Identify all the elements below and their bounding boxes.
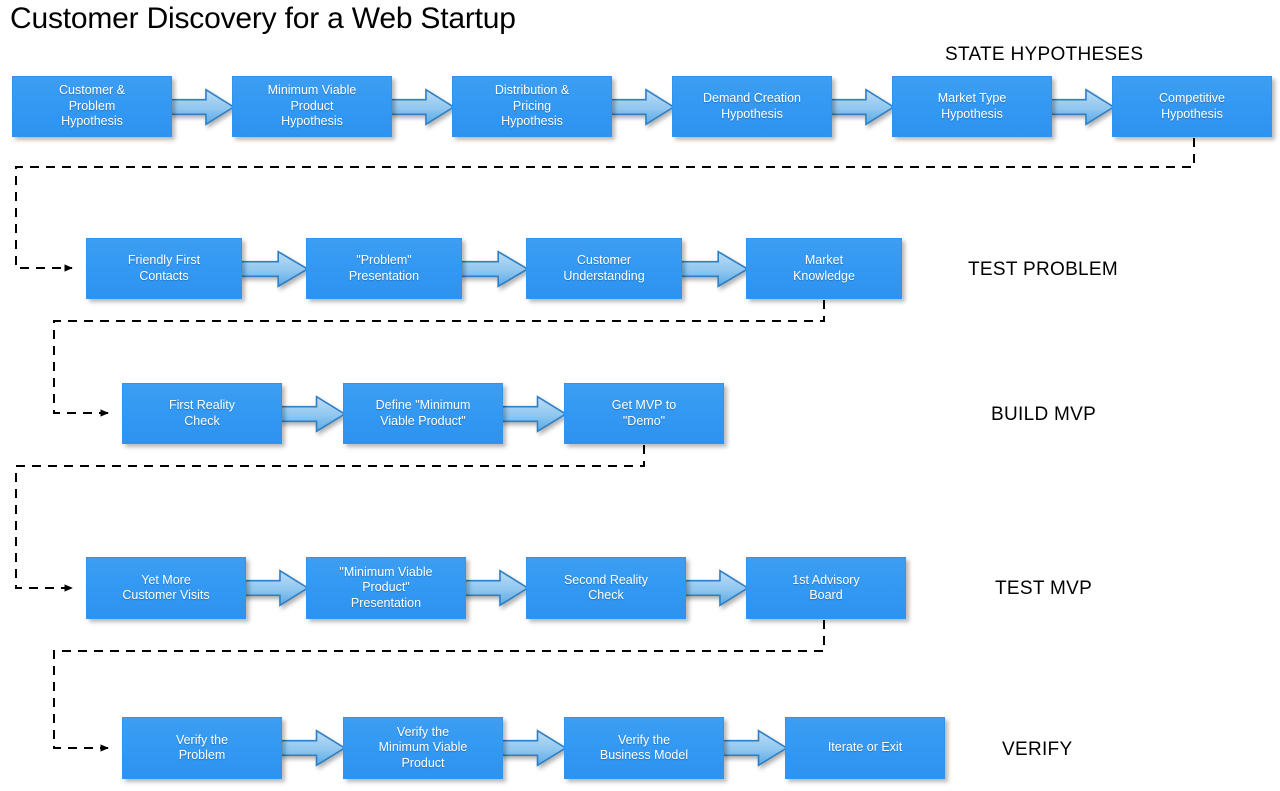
process-box-label: Friendly First Contacts [127, 253, 201, 283]
process-box-label: Get MVP to "Demo" [611, 398, 677, 428]
flow-arrow-row-test-mvp-0 [243, 568, 309, 608]
stage-label-state-hypotheses: STATE HYPOTHESES [945, 44, 1144, 65]
process-box-label: Verify the Problem [175, 732, 229, 763]
flow-arrow-row-build-mvp-0 [279, 394, 346, 434]
process-box-iterate-or-exit[interactable]: Iterate or Exit [785, 717, 945, 779]
flow-arrow-row-state-hypotheses-0 [169, 87, 235, 127]
process-box-customer-understanding[interactable]: Customer Understanding [526, 238, 682, 299]
flow-arrow-row-test-mvp-1 [463, 568, 529, 608]
process-box-label: Market Knowledge [793, 253, 855, 283]
process-box-market-type-hypothesis[interactable]: Market Type Hypothesis [892, 76, 1052, 137]
flow-arrow-row-test-problem-2 [679, 249, 749, 289]
stage-label-test-mvp: TEST MVP [995, 578, 1093, 599]
process-box-label: First Reality Check [169, 398, 235, 428]
process-box-label: Yet More Customer Visits [122, 572, 210, 603]
process-box-label: Verify the Business Model [599, 732, 689, 763]
flow-arrow-row-verify-1 [500, 728, 567, 768]
process-box-verify-the-problem[interactable]: Verify the Problem [122, 717, 282, 779]
process-box-label: Demand Creation Hypothesis [703, 91, 801, 121]
flow-arrow-row-test-mvp-2 [683, 568, 749, 608]
flow-arrow-row-state-hypotheses-3 [829, 87, 895, 127]
process-box-second-reality-check[interactable]: Second Reality Check [526, 557, 686, 619]
process-box-label: Verify the Minimum Viable Product [378, 724, 468, 770]
flow-arrow-row-state-hypotheses-4 [1049, 87, 1115, 127]
process-box-minimum-viable-product-presentation[interactable]: "Minimum Viable Product" Presentation [306, 557, 466, 619]
process-box-1st-advisory-board[interactable]: 1st Advisory Board [746, 557, 906, 619]
process-box-label: Distribution & Pricing Hypothesis [494, 83, 570, 129]
process-box-label: Market Type Hypothesis [937, 91, 1007, 121]
process-box-label: Competitive Hypothesis [1159, 91, 1225, 121]
stage-label-build-mvp: BUILD MVP [991, 404, 1097, 425]
process-box-define-minimum-viable-product[interactable]: Define "Minimum Viable Product" [343, 383, 503, 444]
flow-arrow-row-test-problem-0 [239, 249, 309, 289]
process-box-label: 1st Advisory Board [792, 572, 860, 603]
process-box-verify-the-minimum-viable-product[interactable]: Verify the Minimum Viable Product [343, 717, 503, 779]
process-box-problem-presentation[interactable]: "Problem" Presentation [306, 238, 462, 299]
flow-arrow-row-verify-0 [279, 728, 346, 768]
process-box-competitive-hypothesis[interactable]: Competitive Hypothesis [1112, 76, 1272, 137]
process-box-distribution-pricing-hypothesis[interactable]: Distribution & Pricing Hypothesis [452, 76, 612, 137]
flow-arrow-row-build-mvp-1 [500, 394, 567, 434]
process-box-label: Customer & Problem Hypothesis [59, 83, 125, 129]
process-box-customer-problem-hypothesis[interactable]: Customer & Problem Hypothesis [12, 76, 172, 137]
process-box-market-knowledge[interactable]: Market Knowledge [746, 238, 902, 299]
stage-label-verify: VERIFY [1002, 739, 1073, 760]
process-box-label: Define "Minimum Viable Product" [375, 398, 471, 428]
flow-arrow-row-verify-2 [721, 728, 788, 768]
process-box-label: Second Reality Check [563, 572, 649, 603]
process-box-minimum-viable-product-hypothesis[interactable]: Minimum Viable Product Hypothesis [232, 76, 392, 137]
process-box-label: Iterate or Exit [827, 740, 903, 755]
process-box-label: "Problem" Presentation [348, 253, 420, 283]
process-box-demand-creation-hypothesis[interactable]: Demand Creation Hypothesis [672, 76, 832, 137]
flow-arrow-row-state-hypotheses-2 [609, 87, 675, 127]
flow-arrow-row-test-problem-1 [459, 249, 529, 289]
process-box-label: Minimum Viable Product Hypothesis [267, 83, 357, 129]
process-box-label: "Minimum Viable Product" Presentation [339, 564, 433, 610]
process-box-get-mvp-to-demo[interactable]: Get MVP to "Demo" [564, 383, 724, 444]
process-box-friendly-first-contacts[interactable]: Friendly First Contacts [86, 238, 242, 299]
flow-arrow-row-state-hypotheses-1 [389, 87, 455, 127]
stage-label-test-problem: TEST PROBLEM [968, 259, 1119, 280]
process-box-label: Customer Understanding [563, 253, 645, 283]
process-box-yet-more-customer-visits[interactable]: Yet More Customer Visits [86, 557, 246, 619]
process-box-verify-the-business-model[interactable]: Verify the Business Model [564, 717, 724, 779]
page-title: Customer Discovery for a Web Startup [10, 2, 516, 35]
process-box-first-reality-check[interactable]: First Reality Check [122, 383, 282, 444]
